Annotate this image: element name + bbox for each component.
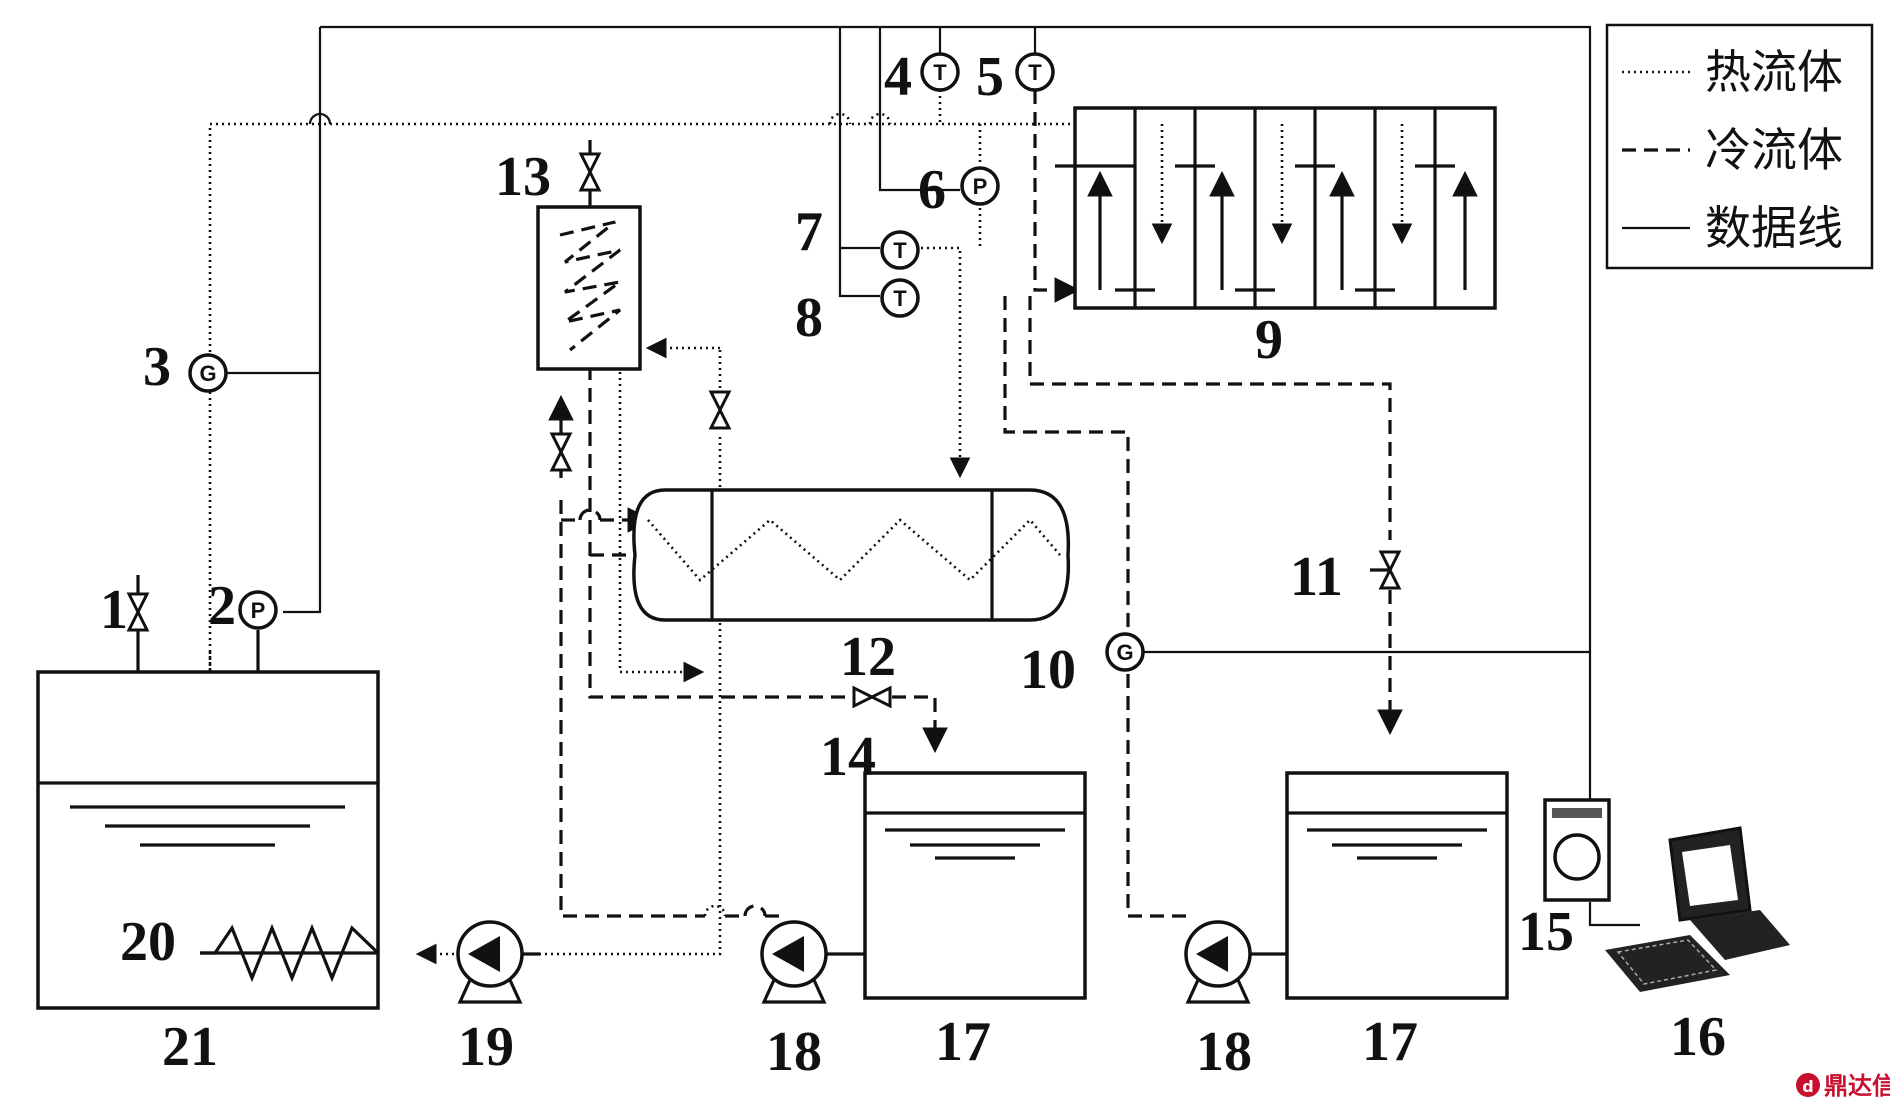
label-5: 5 [976, 46, 1004, 108]
valve-14 [852, 686, 892, 708]
label-7: 7 [795, 201, 823, 263]
svg-text:G: G [1116, 640, 1133, 665]
pump-19 [456, 920, 524, 1004]
label-19: 19 [458, 1016, 514, 1078]
label-2: 2 [208, 575, 236, 637]
temperature-gauge-5: T [1015, 52, 1055, 92]
flow-meter-10: G [1105, 632, 1145, 672]
label-17-left: 17 [935, 1011, 991, 1073]
label-15: 15 [1518, 901, 1574, 963]
label-21: 21 [162, 1016, 218, 1078]
legend: 热流体 冷流体 数据线 [1605, 23, 1874, 270]
svg-text:P: P [973, 174, 988, 199]
component-labels: 1 2 3 4 5 6 7 8 9 10 11 12 13 14 15 16 1… [100, 46, 1726, 1083]
valve-1 [127, 592, 149, 632]
label-18-right: 18 [1196, 1021, 1252, 1083]
label-8: 8 [795, 287, 823, 349]
pump-18-left [760, 920, 828, 1004]
svg-text:T: T [933, 60, 947, 85]
label-3: 3 [143, 336, 171, 398]
temperature-gauge-4: T [920, 52, 960, 92]
label-11: 11 [1290, 546, 1343, 608]
temperature-gauge-7: T [880, 230, 920, 270]
svg-text:T: T [893, 238, 907, 263]
label-6: 6 [918, 159, 946, 221]
svg-text:P: P [251, 598, 266, 623]
label-9: 9 [1255, 309, 1283, 371]
svg-text:d: d [1802, 1077, 1813, 1096]
label-16: 16 [1670, 1006, 1726, 1068]
valve-left-cold [550, 432, 572, 472]
legend-data-label: 数据线 [1705, 201, 1843, 255]
valve-13 [579, 152, 601, 192]
vertical-exchanger-13 [536, 205, 642, 371]
computer-16 [1605, 826, 1790, 992]
svg-text:T: T [893, 286, 907, 311]
label-4: 4 [884, 46, 912, 108]
plate-heat-exchanger-9 [1055, 106, 1497, 310]
legend-cold-label: 冷流体 [1705, 123, 1843, 177]
svg-text:G: G [199, 361, 216, 386]
data-lines [227, 25, 1640, 927]
watermark-text: 鼎达信 [1824, 1072, 1890, 1100]
water-tank-17-left [863, 771, 1087, 1000]
label-14: 14 [820, 726, 876, 788]
horizontal-exchanger-12 [632, 488, 1071, 622]
pressure-gauge-6: P [960, 166, 1000, 206]
valve-right-hot [709, 390, 731, 430]
data-acquisition-instrument-15 [1543, 798, 1611, 902]
label-20: 20 [120, 911, 176, 973]
pressure-gauge-2: P [238, 590, 278, 630]
water-tank-21 [36, 670, 380, 1010]
line-hops [308, 112, 892, 956]
pump-18-right [1184, 920, 1252, 1004]
legend-hot-label: 热流体 [1705, 45, 1843, 99]
label-17-right: 17 [1362, 1011, 1418, 1073]
flow-meter-3: G [188, 353, 228, 393]
label-10: 10 [1020, 639, 1076, 701]
label-18-left: 18 [766, 1021, 822, 1083]
temperature-gauge-8: T [880, 278, 920, 318]
label-1: 1 [100, 579, 128, 641]
label-12: 12 [840, 626, 896, 688]
svg-text:T: T [1028, 60, 1042, 85]
water-tank-17-right [1285, 771, 1509, 1000]
label-13: 13 [495, 146, 551, 208]
watermark: d 鼎达信 [1796, 1072, 1890, 1100]
